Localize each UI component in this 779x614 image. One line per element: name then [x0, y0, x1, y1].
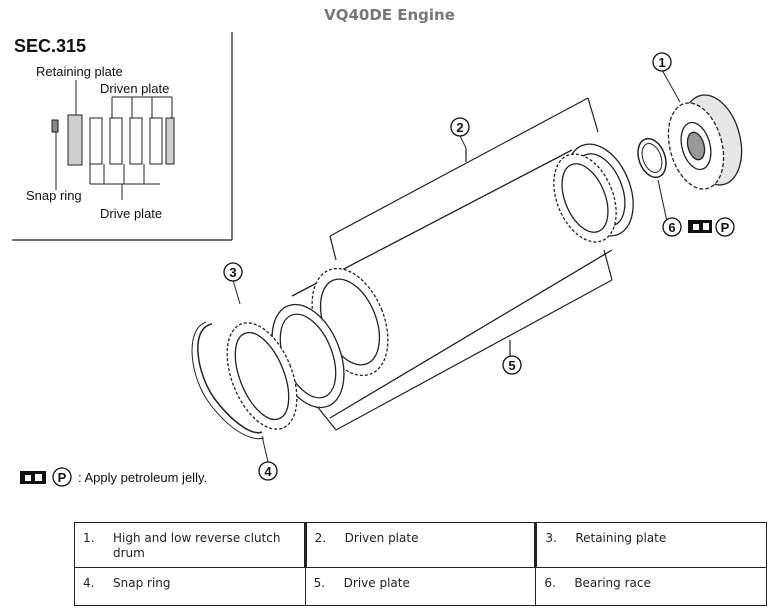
jelly-p-circle-top — [715, 217, 735, 237]
parts-table: 1. High and low reverse clutch drum 2. Dri… — [74, 522, 767, 606]
page-header: VQ40DE Engine — [324, 6, 455, 24]
callout-2: 2 — [456, 120, 463, 135]
inset-label-retaining-plate: Retaining plate — [36, 64, 123, 79]
jelly-p-circle-legend — [52, 467, 72, 487]
part-name: Driven plate — [344, 531, 419, 545]
inset-frame — [12, 32, 233, 241]
part-number: 1. — [83, 531, 95, 545]
part-name: Drive plate — [343, 576, 410, 590]
table-cell: 1. High and low reverse clutch drum — [74, 522, 306, 568]
bearing-race-part — [637, 137, 667, 179]
callout-2-circle — [450, 117, 470, 137]
snap-ring-part — [197, 323, 263, 434]
inset-label-drive-plate: Drive plate — [100, 206, 162, 221]
petroleum-jelly-icon — [688, 220, 712, 233]
part-number: 3. — [545, 531, 557, 545]
part-number: 2. — [314, 531, 327, 545]
callout-5-circle — [502, 355, 522, 375]
plate-stack — [226, 143, 634, 430]
part-name: Bearing race — [574, 576, 651, 590]
legend-text: : Apply petroleum jelly. — [78, 470, 207, 485]
part-name: Retaining plate — [575, 531, 667, 545]
table-cell: 3. Retaining plate — [534, 522, 767, 568]
table-cell: 5. Drive plate — [304, 567, 537, 606]
part-number: 6. — [544, 576, 556, 590]
callout-4: 4 — [264, 464, 272, 479]
callout-3: 3 — [229, 265, 236, 280]
clutch-drum-part — [667, 94, 743, 190]
callout-6-circle — [662, 217, 682, 237]
callout-leaders — [232, 69, 681, 463]
callout-1-circle — [652, 52, 672, 72]
inset-cross-section — [51, 80, 175, 200]
table-cell: 6. Bearing race — [535, 567, 767, 606]
table-row: 1. High and low reverse clutch drum 2. Dri… — [74, 522, 767, 568]
callout-5: 5 — [508, 358, 515, 373]
inset-label-driven-plate: Driven plate — [100, 81, 169, 96]
jelly-p-legend: P — [58, 470, 67, 485]
part-name: High and low reverse clutch drum — [113, 531, 281, 560]
exploded-clutch-diagram: SEC.315 Retaining plate Driven plate Sna… — [12, 32, 743, 487]
drive-plate-band — [311, 249, 613, 431]
driven-plate-band — [329, 97, 599, 261]
table-cell: 2. Driven plate — [303, 522, 537, 568]
table-row: 4. Snap ring 5. Drive plate 6. Bearing race — [74, 567, 767, 606]
table-cell: 4. Snap ring — [74, 567, 306, 606]
callout-1: 1 — [658, 55, 665, 70]
inset-label-snap-ring: Snap ring — [26, 188, 82, 203]
jelly-p-top: P — [721, 220, 730, 235]
petroleum-jelly-legend-icon — [20, 471, 46, 484]
part-number: 4. — [83, 576, 95, 590]
part-name: Snap ring — [113, 576, 171, 590]
section-number: SEC.315 — [14, 36, 86, 56]
callout-6: 6 — [668, 220, 675, 235]
part-number: 5. — [313, 576, 326, 590]
callout-3-circle — [223, 262, 243, 282]
callout-4-circle — [258, 461, 278, 481]
